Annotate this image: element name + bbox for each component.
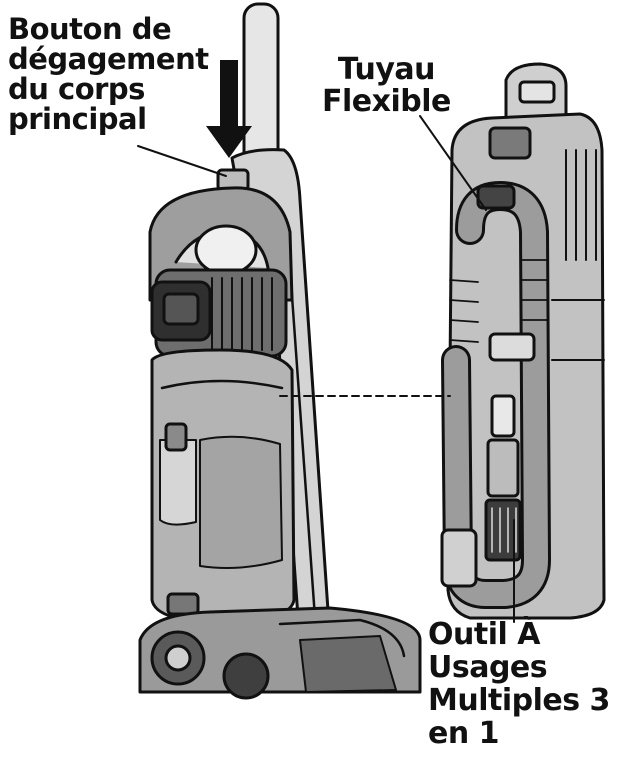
main-frame	[230, 148, 332, 648]
hose-clip	[488, 332, 536, 362]
label-hose-line-2: Flexible	[322, 84, 451, 119]
label-release-line-1: Bouton de	[8, 12, 172, 46]
leader-release	[137, 145, 227, 177]
multi-tool	[490, 394, 516, 438]
upright-vacuum-front	[138, 2, 422, 700]
leader-lines	[137, 115, 515, 623]
handle-pole	[242, 2, 280, 174]
label-tool-line-1: Outil À	[428, 617, 540, 652]
wheel-right	[222, 652, 270, 700]
label-release-button: Bouton de dégagement du corps principal	[8, 14, 209, 134]
upright-vacuum-rear	[440, 62, 606, 620]
release-arrow-icon	[206, 60, 252, 158]
label-tool-line-2: Usages	[428, 650, 548, 685]
label-release-line-3: du corps	[8, 72, 145, 106]
leader-hose	[419, 115, 487, 211]
top-button	[488, 126, 532, 160]
cup-release-tab	[164, 422, 188, 452]
label-tool-line-4: en 1	[428, 716, 500, 751]
label-release-line-4: principal	[8, 102, 147, 136]
label-hose-line-1: Tuyau	[337, 52, 436, 87]
label-multi-tool: Outil À Usages Multiples 3 en 1	[428, 618, 610, 750]
label-flexible-hose: Tuyau Flexible	[322, 54, 451, 118]
label-release-line-2: dégagement	[8, 42, 209, 76]
label-tool-line-3: Multiples 3	[428, 683, 610, 718]
